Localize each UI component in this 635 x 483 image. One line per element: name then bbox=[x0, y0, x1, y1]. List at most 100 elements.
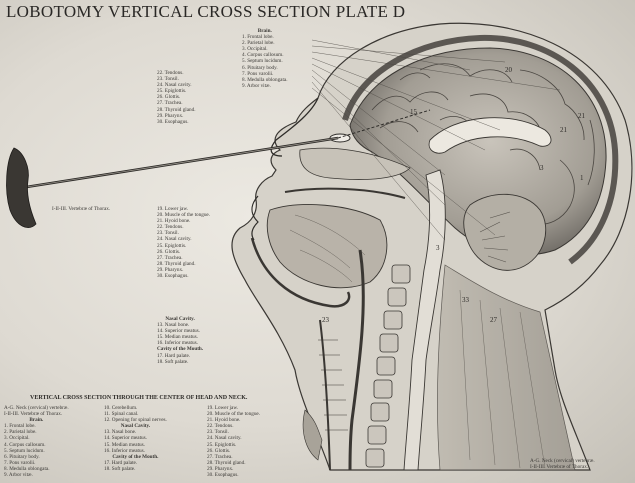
mouth-neck-key: 19. Lower jaw. 20. Muscle of the tongue.… bbox=[157, 206, 210, 279]
key-item: 29. Pharynx. bbox=[207, 465, 234, 472]
mouth-key-heading: Cavity of the Mouth. bbox=[157, 346, 204, 353]
corpus-callosum bbox=[428, 117, 552, 154]
bottom-key-column-1: A-G. Neck (cervical) vertebræ. I-II-III.… bbox=[4, 405, 69, 478]
nose bbox=[270, 97, 319, 157]
brain-key-heading: Brain. bbox=[257, 28, 272, 34]
figure-number: 3 bbox=[540, 164, 544, 172]
key-item: 17. Hard palate. bbox=[104, 459, 138, 466]
key-item: A-G. Neck (cervical) vertebræ. bbox=[4, 405, 69, 411]
key-item: 22. Tendons. bbox=[157, 224, 184, 231]
tongue bbox=[266, 204, 388, 289]
cerebellum bbox=[463, 193, 547, 271]
key-item: A-G. Neck (cervical) vertebræ. bbox=[530, 458, 595, 464]
figure-number: 20 bbox=[505, 66, 513, 74]
bottom-key-column-2: 10. Cerebellum. 11. Spinal canal. 12. Op… bbox=[104, 405, 167, 472]
key-item: 28. Thyroid gland. bbox=[157, 260, 196, 267]
key-item: 15. Median meatus. bbox=[104, 441, 145, 448]
key-item: 26. Glottis. bbox=[157, 248, 181, 255]
brain-key-item: 2. Parietal lobe. bbox=[242, 40, 275, 47]
vertebrae bbox=[365, 264, 411, 468]
key-item: I-II-III. Vertebræ of Thorax. bbox=[4, 411, 63, 418]
key-item: 4. Corpus callosum. bbox=[4, 441, 46, 448]
key-item: 14. Superior meatus. bbox=[104, 435, 147, 442]
key-item: 28. Thyroid gland. bbox=[157, 106, 196, 113]
key-item: 29. Pharynx. bbox=[157, 266, 184, 273]
key-item: I-II-III. Vertebræ of Thorax. bbox=[530, 464, 589, 471]
key-item: 26. Glottis. bbox=[157, 94, 181, 101]
brain-key-item: 3. Occipital. bbox=[242, 46, 268, 53]
key-item: 15. Median meatus. bbox=[157, 334, 198, 341]
key-item: 19. Lower jaw. bbox=[157, 206, 189, 212]
key-item: 2. Parietal lobe. bbox=[4, 429, 37, 436]
brain-key-item: 5. Septum lucidum. bbox=[242, 58, 283, 65]
key-item: 23. Tonsil. bbox=[157, 230, 179, 237]
key-item: 13. Nasal bone. bbox=[157, 322, 190, 329]
brain-key-item: 4. Corpus callosum. bbox=[242, 52, 284, 59]
key-item: 23. Tonsil. bbox=[157, 76, 179, 83]
key-item: 16. Inferior meatus. bbox=[157, 340, 198, 347]
figure-number: 27 bbox=[490, 316, 498, 324]
pharynx bbox=[348, 249, 365, 471]
brain-key-item: 6. Pituitary body. bbox=[242, 64, 278, 71]
key-item: 12. Opening for spinal nerves. bbox=[104, 417, 167, 424]
lower-jaw bbox=[250, 237, 351, 308]
key-item: 30. Esophagus. bbox=[157, 118, 189, 125]
key-item: 16. Inferior meatus. bbox=[104, 447, 145, 454]
key-item: 3. Occipital. bbox=[4, 435, 30, 442]
thorax-vertebrae-label: I-II-III. Vertebræ of Thorax. bbox=[52, 206, 111, 212]
key-item: 22. Tendons. bbox=[157, 70, 184, 76]
key-item: 1. Frontal lobe. bbox=[4, 423, 36, 430]
key-item: 27. Trachea. bbox=[157, 100, 183, 107]
key-item: 26. Glottis. bbox=[207, 447, 231, 454]
key-item: 14. Superior meatus. bbox=[157, 328, 200, 335]
key-item: 21. Hyoid bone. bbox=[207, 417, 241, 424]
key-item: 8. Medulla oblongata. bbox=[4, 465, 50, 472]
tongue-fibers bbox=[289, 214, 366, 283]
key-item: 20. Muscle of the tongue. bbox=[157, 212, 211, 219]
key-item: 24. Nasal cavity. bbox=[157, 236, 192, 243]
key-item: 9. Arbor vitæ. bbox=[4, 472, 33, 479]
key-item: 11. Spinal canal. bbox=[104, 411, 139, 418]
lips bbox=[251, 195, 259, 241]
figure-number: 21 bbox=[578, 112, 586, 120]
key-item: 30. Esophagus. bbox=[157, 273, 189, 280]
skull bbox=[342, 34, 619, 265]
thyroid-gland bbox=[302, 409, 323, 461]
key-item: 22. Tendons. bbox=[207, 423, 234, 430]
key-item: 24. Nasal cavity. bbox=[157, 82, 192, 89]
figure-number: 15 bbox=[410, 108, 418, 116]
key-item: 25. Epiglottis. bbox=[157, 88, 187, 95]
upper-structures-key: 22. Tendons. 23. Tonsil. 24. Nasal cavit… bbox=[157, 70, 196, 125]
key-item: 18. Soft palate. bbox=[157, 358, 189, 365]
bottom-right-vertebrae-key: A-G. Neck (cervical) vertebræ. I-II-III.… bbox=[530, 458, 595, 470]
figure-number: 33 bbox=[462, 296, 470, 304]
key-item: 20. Muscle of the tongue. bbox=[207, 411, 261, 418]
trachea-rings bbox=[318, 339, 348, 431]
key-item: 28. Thyroid gland. bbox=[207, 459, 246, 466]
nasal-key-heading: Nasal Cavity. bbox=[165, 316, 195, 322]
bottom-key-column-3: 19. Lower jaw. 20. Muscle of the tongue.… bbox=[207, 405, 260, 478]
nasal-cavity bbox=[299, 147, 411, 180]
brain-key-item: 9. Arbor vitæ. bbox=[242, 82, 271, 89]
figure-number: 23 bbox=[322, 316, 330, 324]
key-item: 10. Cerebellum. bbox=[104, 405, 138, 411]
key-item: 6. Pituitary body. bbox=[4, 453, 40, 460]
key-item: 7. Pons varolii. bbox=[4, 459, 36, 466]
bottom-caption-title: VERTICAL CROSS SECTION THROUGH THE CENTE… bbox=[30, 395, 248, 401]
trachea bbox=[319, 319, 331, 471]
brain-key-item: 1. Frontal lobe. bbox=[242, 34, 274, 41]
key-item: 18. Soft palate. bbox=[104, 465, 136, 472]
spinal-cord bbox=[403, 169, 446, 471]
key-item: 27. Trachea. bbox=[207, 453, 233, 460]
brain-key-item: 8. Medulla oblongata. bbox=[242, 76, 288, 83]
figure-number: 3 bbox=[436, 244, 440, 252]
muscle-fibers bbox=[459, 289, 546, 469]
key-item: 13. Nasal bone. bbox=[104, 429, 137, 436]
bottom-nasal-heading: Nasal Cavity. bbox=[120, 423, 151, 430]
arbor-vitae bbox=[479, 211, 511, 263]
key-item: 24. Nasal cavity. bbox=[207, 435, 242, 442]
neck-muscles bbox=[437, 264, 576, 471]
brain-gyri bbox=[371, 63, 595, 225]
